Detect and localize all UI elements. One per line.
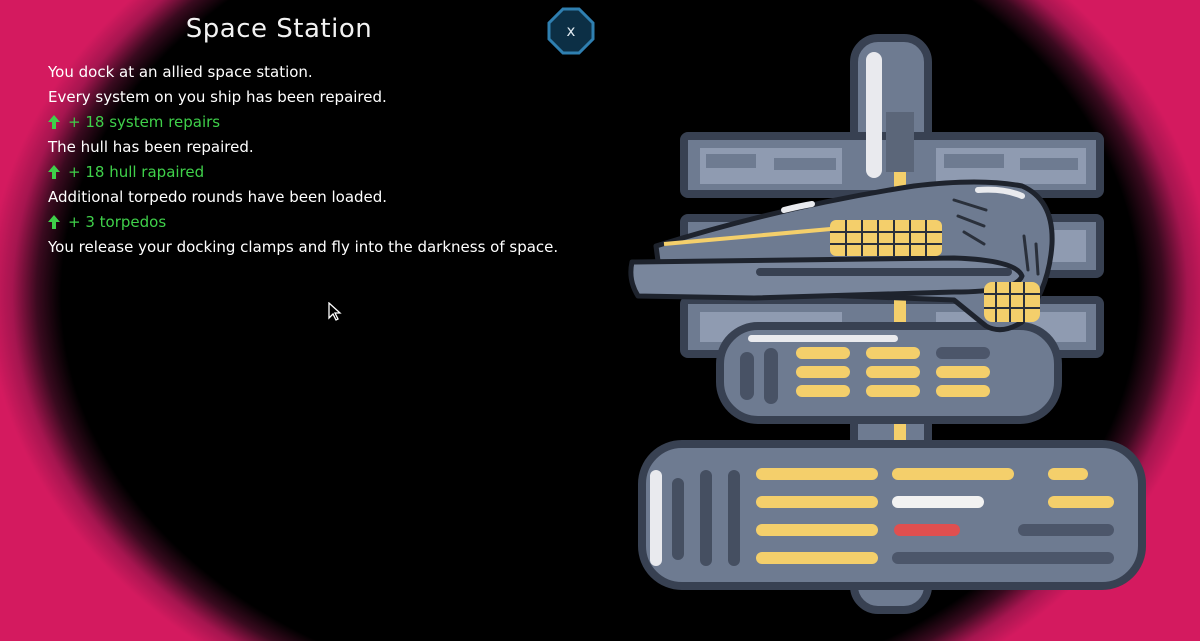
log-line: You dock at an allied space station.: [48, 63, 313, 81]
log-line: You release your docking clamps and fly …: [48, 238, 559, 256]
close-label: x: [566, 22, 576, 40]
log-line: Every system on you ship has been repair…: [48, 88, 387, 106]
event-title: Space Station: [185, 14, 373, 44]
arrow-up-icon: [48, 165, 60, 179]
log-line: Additional torpedo rounds have been load…: [48, 188, 388, 206]
log-gain-line: + 3 torpedos: [48, 210, 558, 235]
log-gain-line: + 18 hull rapaired: [48, 160, 558, 185]
arrow-up-icon: [48, 115, 60, 129]
close-icon: [547, 7, 595, 55]
arrow-up-icon: [48, 215, 60, 229]
log-gain-line: + 18 system repairs: [48, 110, 558, 135]
space-station-illustration: [628, 34, 1146, 614]
close-button[interactable]: x: [547, 7, 595, 55]
mouse-cursor-icon: [328, 302, 342, 321]
log-line: The hull has been repaired.: [48, 138, 254, 156]
event-log: You dock at an allied space station. Eve…: [48, 60, 558, 260]
